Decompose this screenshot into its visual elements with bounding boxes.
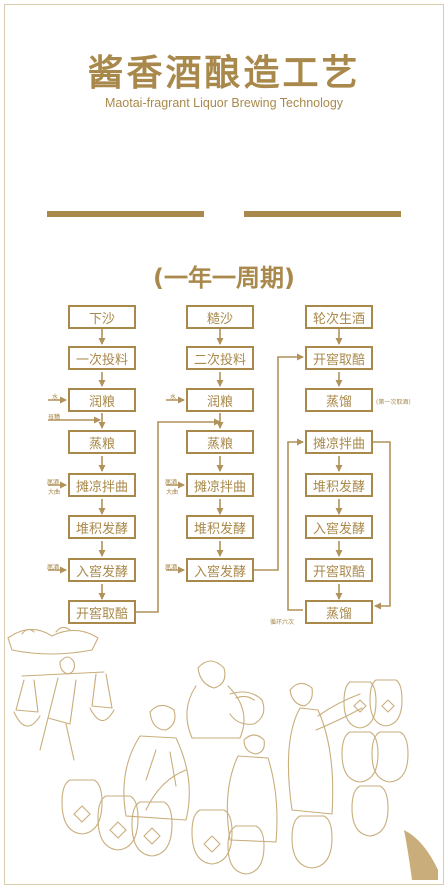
decorative-bar-left bbox=[47, 211, 204, 217]
xiasha-head: 下沙 bbox=[68, 305, 136, 329]
xiasha-step-first-feed: 一次投料 bbox=[68, 346, 136, 370]
xiasha-step-open-pit: 开窖取醅 bbox=[68, 600, 136, 624]
lunci-step-distill-1: 蒸馏 bbox=[305, 388, 373, 412]
note-daqu-2: 大曲 bbox=[166, 489, 179, 496]
page-title: 酱香酒酿造工艺 bbox=[87, 53, 361, 94]
note-water-1: 水 bbox=[52, 394, 59, 401]
note-tailwine-3: 尾酒 bbox=[165, 479, 178, 486]
lunci-head: 轮次生酒 bbox=[305, 305, 373, 329]
page-frame bbox=[4, 4, 444, 885]
zaosha-step-pit-ferment: 入窖发酵 bbox=[186, 558, 254, 582]
decorative-bar-right bbox=[244, 211, 401, 217]
page-subtitle: Maotai-fragrant Liquor Brewing Technolog… bbox=[104, 96, 344, 110]
zaosha-head: 糙沙 bbox=[186, 305, 254, 329]
zaosha-step-cool-mix: 摊凉拌曲 bbox=[186, 473, 254, 497]
lunci-step-open-pit-2: 开窖取醅 bbox=[305, 558, 373, 582]
zaosha-step-pile-ferment: 堆积发酵 bbox=[186, 515, 254, 539]
note-tailwine-4: 尾酒 bbox=[165, 564, 178, 571]
xiasha-step-pile-ferment: 堆积发酵 bbox=[68, 515, 136, 539]
lunci-step-open-pit-1: 开窖取醅 bbox=[305, 346, 373, 370]
note-tailwine-1: 尾酒 bbox=[47, 479, 60, 486]
zaosha-step-steam: 蒸粮 bbox=[186, 430, 254, 454]
note-water-2: 水 bbox=[170, 394, 177, 401]
note-tailwine-2: 尾酒 bbox=[47, 564, 60, 571]
brewing-workers-illustration bbox=[7, 626, 438, 880]
zaosha-step-second-feed: 二次投料 bbox=[186, 346, 254, 370]
note-daqu-1: 大曲 bbox=[48, 489, 61, 496]
lunci-step-distill-2: 蒸馏 bbox=[305, 600, 373, 624]
xiasha-step-pit-ferment: 入窖发酵 bbox=[68, 558, 136, 582]
lunci-step-pit-ferment: 入窖发酵 bbox=[305, 515, 373, 539]
xiasha-step-steam: 蒸粮 bbox=[68, 430, 136, 454]
xiasha-step-moisten: 润粮 bbox=[68, 388, 136, 412]
note-mother-grain: 母糟 bbox=[48, 414, 61, 421]
lunci-step-cool-mix: 摊凉拌曲 bbox=[305, 430, 373, 454]
note-first-wine: (第一次取酒) bbox=[376, 399, 411, 406]
xiasha-step-cool-mix: 摊凉拌曲 bbox=[68, 473, 136, 497]
note-cycle-six: 循环六次 bbox=[270, 619, 295, 626]
lunci-step-pile-ferment: 堆积发酵 bbox=[305, 473, 373, 497]
zaosha-step-moisten: 润粮 bbox=[186, 388, 254, 412]
cycle-heading: (一年一周期) bbox=[153, 264, 295, 292]
